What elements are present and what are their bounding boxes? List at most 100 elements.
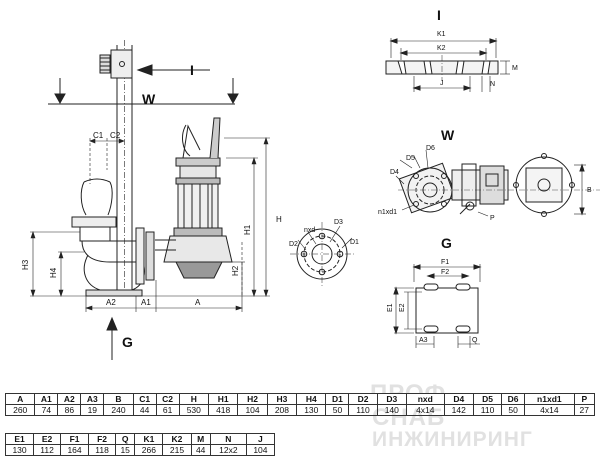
table-cell: 50 bbox=[325, 404, 350, 416]
view-arrow-I bbox=[136, 64, 210, 76]
table-cell: 104 bbox=[237, 404, 268, 416]
table-cell: 50 bbox=[501, 404, 526, 416]
rail-top-bracket bbox=[99, 49, 133, 79]
table-header-cell: D2 bbox=[348, 393, 378, 405]
table-header-cell: E1 bbox=[4, 433, 35, 445]
arrow-I-label: I bbox=[190, 62, 194, 78]
table-cell: 74 bbox=[34, 404, 59, 416]
guide-rail bbox=[116, 40, 133, 295]
table-header-cell: H2 bbox=[237, 393, 268, 405]
watermark-line-3: ИНЖИНИРИНГ bbox=[372, 428, 533, 451]
dim-A2: A2 bbox=[106, 298, 116, 307]
table-cell: 86 bbox=[57, 404, 82, 416]
dim-K1: K1 bbox=[437, 31, 446, 38]
table-header-cell: B bbox=[103, 393, 134, 405]
view-arrow-G bbox=[106, 316, 118, 360]
table-cell: 240 bbox=[103, 404, 134, 416]
dim-P: P bbox=[490, 215, 495, 222]
table-cell: 130 bbox=[296, 404, 327, 416]
table-header-cell: J bbox=[245, 433, 276, 445]
dim-A3: A3 bbox=[419, 337, 428, 344]
table-header-cell: H4 bbox=[296, 393, 327, 405]
table-header-cell: C1 bbox=[132, 393, 157, 405]
dim-F1: F1 bbox=[441, 259, 449, 266]
table-header-cell: N bbox=[209, 433, 247, 445]
table-cell: 130 bbox=[4, 444, 35, 456]
base-plate-view bbox=[393, 264, 482, 348]
table-header-cell: K1 bbox=[134, 433, 164, 445]
table-cell: 118 bbox=[88, 444, 116, 456]
table-header-cell: F1 bbox=[59, 433, 90, 445]
table-cell: 140 bbox=[376, 404, 407, 416]
table-header-cell: C2 bbox=[155, 393, 180, 405]
table-header-cell: H bbox=[178, 393, 209, 405]
dim-A1: A1 bbox=[141, 298, 151, 307]
table-header-cell: A bbox=[4, 393, 36, 405]
dim-n1xd1: n1xd1 bbox=[378, 209, 397, 216]
dim-F2: F2 bbox=[441, 269, 449, 276]
table-cell: 61 bbox=[155, 404, 180, 416]
table-cell: 260 bbox=[4, 404, 36, 416]
dim-A: A bbox=[195, 298, 201, 307]
water-level-line bbox=[48, 78, 239, 105]
dim-D4: D4 bbox=[390, 169, 399, 176]
view-W-title: W bbox=[441, 127, 455, 143]
discharge-flange-view bbox=[290, 222, 354, 286]
table-header-cell: nxd bbox=[405, 393, 445, 405]
dim-B: B bbox=[587, 187, 592, 194]
table-cell: 27 bbox=[573, 404, 596, 416]
pump-body bbox=[155, 157, 233, 279]
table-header-cell: H1 bbox=[207, 393, 239, 405]
table-header-cell: E2 bbox=[33, 433, 61, 445]
water-level-label: W bbox=[142, 91, 156, 107]
table-header-cell: P bbox=[573, 393, 596, 405]
table-header-cell: M bbox=[190, 433, 211, 445]
discharge-pipe bbox=[71, 178, 138, 263]
dim-M: M bbox=[512, 65, 518, 72]
dim-K2: K2 bbox=[437, 45, 446, 52]
dim-nxd: nxd bbox=[304, 227, 315, 234]
table-header-cell: H3 bbox=[266, 393, 298, 405]
dim-H1: H1 bbox=[243, 224, 252, 235]
table-header-cell: A1 bbox=[34, 393, 59, 405]
dim-D6: D6 bbox=[426, 145, 435, 152]
dim-H4: H4 bbox=[49, 267, 58, 278]
table-cell: 12x2 bbox=[209, 444, 247, 456]
table-cell: 208 bbox=[266, 404, 298, 416]
dim-C2: C2 bbox=[110, 131, 121, 140]
arrow-G-label: G bbox=[122, 334, 133, 350]
table-cell: 44 bbox=[132, 404, 157, 416]
table-header-cell: D5 bbox=[472, 393, 503, 405]
table-cell: 4x14 bbox=[524, 404, 575, 416]
dim-C1: C1 bbox=[93, 131, 104, 140]
table-header-cell: D6 bbox=[501, 393, 526, 405]
table-header-cell: n1xd1 bbox=[524, 393, 575, 405]
dim-J: J bbox=[440, 80, 444, 87]
dim-D2: D2 bbox=[289, 241, 298, 248]
view-G-title: G bbox=[441, 235, 452, 251]
table-cell: 164 bbox=[59, 444, 90, 456]
lifting-handle bbox=[182, 117, 221, 159]
table-cell: 110 bbox=[348, 404, 378, 416]
table-header-cell: A3 bbox=[80, 393, 105, 405]
table-cell: 4x14 bbox=[405, 404, 445, 416]
table-cell: 110 bbox=[472, 404, 503, 416]
dim-H3: H3 bbox=[21, 259, 30, 270]
pump-dimension-drawing: I W G I W G C1 C2 H3 H4 A2 A1 A H H1 H2 … bbox=[21, 7, 600, 360]
dim-D3: D3 bbox=[334, 219, 343, 226]
dim-Q: Q bbox=[472, 337, 478, 344]
duckfoot-bend bbox=[83, 227, 155, 297]
table-header-cell: K2 bbox=[162, 433, 192, 445]
table-cell: 266 bbox=[134, 444, 164, 456]
table-cell: 19 bbox=[80, 404, 105, 416]
table-cell: 15 bbox=[114, 444, 136, 456]
table-cell: 418 bbox=[207, 404, 239, 416]
dim-D5: D5 bbox=[406, 155, 415, 162]
table-header-cell: D3 bbox=[376, 393, 407, 405]
dim-N: N bbox=[490, 81, 495, 88]
